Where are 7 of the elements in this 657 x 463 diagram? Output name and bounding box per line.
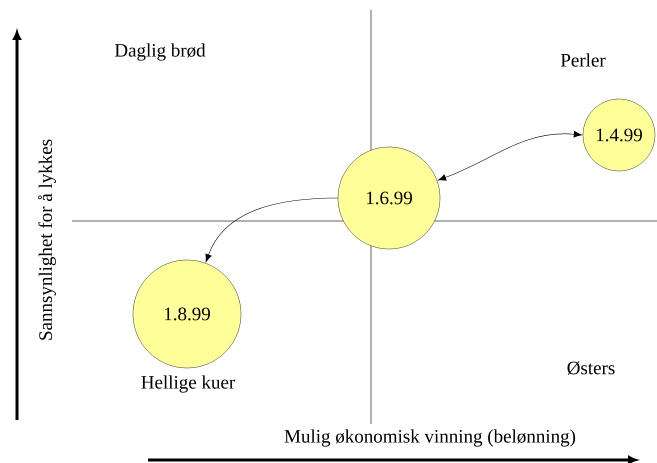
axis-label: Sannsynlighet for å lykkes [38,140,56,340]
quadrant-label: Østers [568,361,615,375]
arrow [438,130,582,181]
axis-label: Mulig økonomisk vinning (belønning) [284,429,576,447]
quadrant-label: Daglig brød [114,43,206,61]
arrow [205,198,338,262]
quadrant-label: Perler [560,53,606,67]
